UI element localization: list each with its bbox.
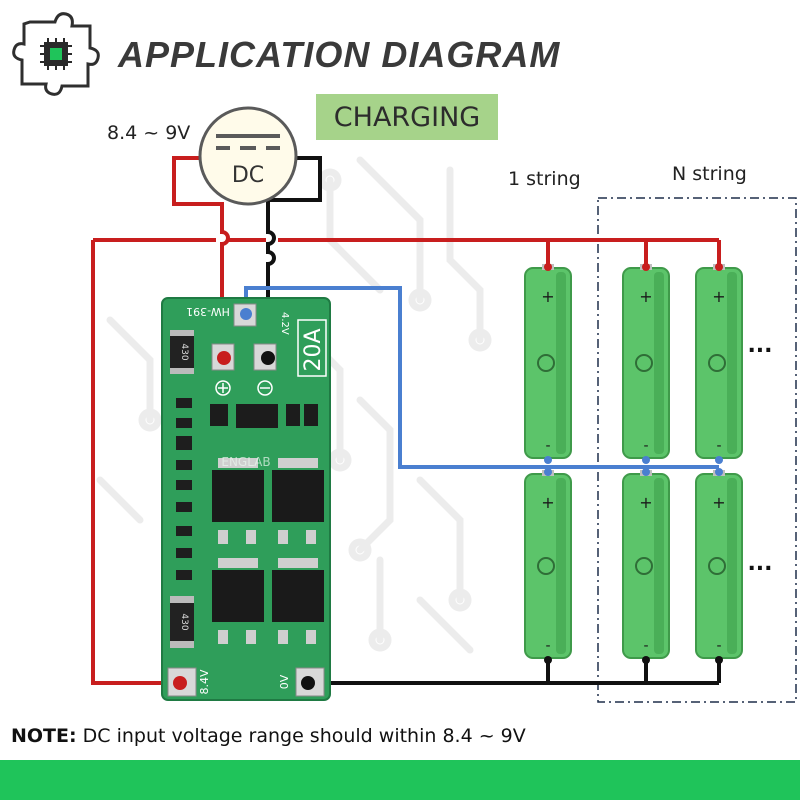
battery-cell: +- (622, 470, 670, 659)
battery-terminal-dot (544, 456, 552, 464)
input-voltage-label: 8.4 ~ 9V (107, 122, 191, 144)
battery-minus-symbol: - (716, 438, 721, 454)
battery-shade (727, 478, 737, 654)
battery-shade (654, 272, 664, 454)
n-string-label: N string (672, 163, 747, 185)
battery-shade (654, 478, 664, 654)
note-body: DC input voltage range should within 8.4… (76, 725, 526, 747)
battery-terminal-dot (544, 263, 552, 271)
battery-terminal-dot (715, 468, 723, 476)
n-string-group-box (597, 197, 797, 703)
battery-terminal-dot (715, 263, 723, 271)
mid-wire (244, 286, 719, 469)
logo-icon (12, 12, 100, 96)
battery-brand-mark (537, 557, 555, 575)
board-negative-pad-dot (301, 676, 315, 690)
board-cell-voltage-label: 4.2V (279, 312, 290, 335)
pad-negative-label: 0V (278, 674, 291, 689)
battery-minus-symbol: - (643, 638, 648, 654)
battery-brand-mark (537, 354, 555, 372)
battery-plus-symbol: + (639, 287, 652, 306)
continuation-dots-top: ... (747, 333, 772, 358)
dc-connector-label: DC (232, 163, 264, 188)
battery-terminal-dot (544, 468, 552, 476)
battery-cell: +- (695, 264, 743, 459)
battery-minus-symbol: - (545, 638, 550, 654)
background-circuit-pattern (96, 156, 492, 654)
battery-plus-symbol: + (712, 493, 725, 512)
battery-plus-symbol: + (639, 493, 652, 512)
battery-minus-symbol: - (643, 438, 648, 454)
charging-mode-badge: CHARGING (316, 94, 498, 140)
battery-terminal-dot (715, 456, 723, 464)
board-mid-tap-dot (240, 308, 252, 320)
battery-plus-symbol: + (541, 493, 554, 512)
board-negative-input-dot (261, 351, 275, 365)
battery-array: +-+-+-+-+-+- (524, 263, 743, 664)
page-title: APPLICATION DIAGRAM (118, 34, 561, 75)
board-model-label: HW-391 (186, 305, 230, 318)
note-text: NOTE: DC input voltage range should with… (11, 725, 526, 747)
battery-brand-mark (708, 557, 726, 575)
board-positive-input-dot (217, 351, 231, 365)
continuation-dots-bottom: ... (747, 551, 772, 576)
battery-terminal-dot (642, 456, 650, 464)
note-label: NOTE: (11, 725, 77, 747)
battery-terminal-dot (715, 656, 723, 664)
board-current-rating: 20A (301, 328, 326, 371)
board-watermark: ENGLAB (221, 455, 270, 469)
battery-brand-mark (708, 354, 726, 372)
battery-shade (727, 272, 737, 454)
one-string-label: 1 string (508, 168, 581, 190)
battery-terminal-dot (642, 656, 650, 664)
battery-terminal-dot (544, 656, 552, 664)
battery-terminal-dot (642, 468, 650, 476)
battery-plus-symbol: + (541, 287, 554, 306)
battery-shade (556, 478, 566, 654)
battery-plus-symbol: + (712, 287, 725, 306)
battery-cell: +- (524, 470, 572, 659)
protection-board (161, 297, 331, 701)
pad-positive-label: 8.4V (198, 669, 211, 694)
battery-cell: +- (622, 264, 670, 459)
battery-terminal-dot (642, 263, 650, 271)
battery-cell: +- (695, 470, 743, 659)
battery-shade (556, 272, 566, 454)
board-positive-pad-dot (173, 676, 187, 690)
resistor-code-bottom: 430 (179, 613, 189, 630)
battery-cell: +- (524, 264, 572, 459)
footer-bar (0, 760, 800, 800)
battery-brand-mark (635, 557, 653, 575)
resistor-code-top: 430 (179, 343, 189, 360)
battery-minus-symbol: - (545, 438, 550, 454)
dc-connector-icon (198, 106, 298, 206)
battery-minus-symbol: - (716, 638, 721, 654)
battery-brand-mark (635, 354, 653, 372)
